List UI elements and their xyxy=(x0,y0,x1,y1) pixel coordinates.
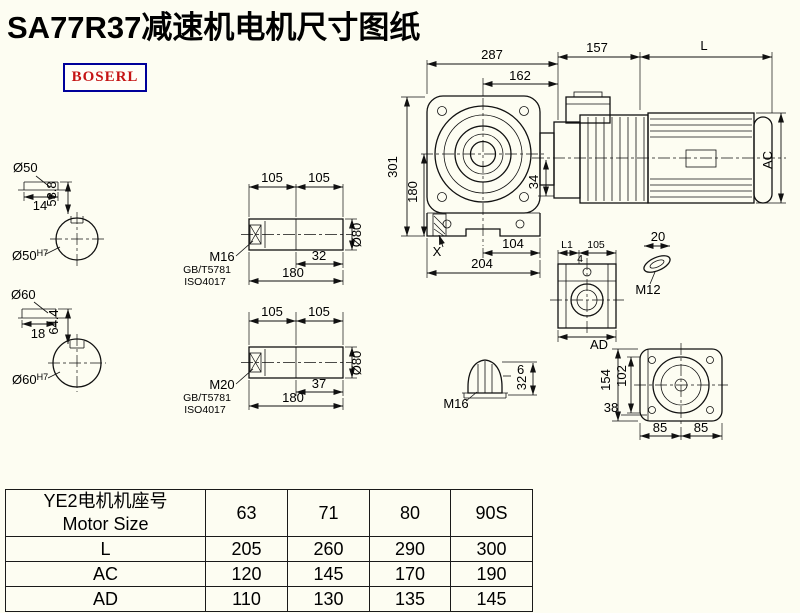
thread-m16-label: M16 xyxy=(443,396,468,411)
dim-20: 20 xyxy=(651,229,665,244)
dim-162: 162 xyxy=(509,68,531,83)
bolt-m16-label: M16 xyxy=(209,249,234,264)
dim-180-shaft2: 180 xyxy=(282,390,304,405)
shaft-end-cap-detail: 6 32 M16 xyxy=(443,359,537,411)
value-AD-63: 110 xyxy=(205,586,288,612)
dim-32: 32 xyxy=(312,248,326,263)
value-L-63: 205 xyxy=(205,536,288,562)
motor-side-view xyxy=(532,91,786,204)
dim-6: 6 xyxy=(517,362,524,377)
dia-60-label: Ø60 xyxy=(11,287,36,302)
dim-X-marker: X xyxy=(433,244,442,259)
dim-85-a: 85 xyxy=(653,420,667,435)
dim-37: 37 xyxy=(312,376,326,391)
dim-105-b1: 105 xyxy=(308,170,330,185)
dim-157: 157 xyxy=(586,40,608,55)
value-L-90s: 300 xyxy=(450,536,533,562)
value-AD-71: 130 xyxy=(287,586,370,612)
key-height-64-4: 64.4 xyxy=(46,309,61,334)
bolt-m20-label: M20 xyxy=(209,377,234,392)
value-L-71: 260 xyxy=(287,536,370,562)
brand-logo-text: BOSERL xyxy=(71,69,139,85)
dim-180-side: 180 xyxy=(405,181,420,203)
bore-60-value: Ø60 xyxy=(12,372,37,387)
motor-size-label-en: Motor Size xyxy=(62,514,149,534)
bore-60-tolerance: H7 xyxy=(37,372,49,382)
key-height-53-8: 53.8 xyxy=(44,181,59,206)
motor-size-table: YE2电机机座号 Motor Size 63 71 80 90S L 205 2… xyxy=(5,489,533,612)
dim-L1: L1 xyxy=(561,239,573,251)
size-90s: 90S xyxy=(450,489,533,537)
main-view-dimensions: 287 162 157 L 301 180 AC 34 X 104 204 xyxy=(385,38,786,278)
standard-gbt5781-1: GB/T5781 xyxy=(183,264,231,276)
key-width-14: 14 xyxy=(33,198,47,213)
dim-d80-shaft1: Ø80 xyxy=(349,223,364,248)
value-L-80: 290 xyxy=(369,536,451,562)
dim-105-side: 105 xyxy=(587,239,605,251)
row-label-L: L xyxy=(5,536,206,562)
dim-102: 102 xyxy=(614,365,629,387)
value-AC-71: 145 xyxy=(287,561,370,587)
dim-105-a2: 105 xyxy=(261,304,283,319)
page-title: SA77R37减速机电机尺寸图纸 xyxy=(7,10,421,45)
dim-104: 104 xyxy=(502,236,524,251)
value-AD-80: 135 xyxy=(369,586,451,612)
dim-38: 38 xyxy=(604,400,618,415)
table-header-row: YE2电机机座号 Motor Size 63 71 80 90S xyxy=(5,489,533,537)
dim-AC: AC xyxy=(760,151,775,169)
dim-154: 154 xyxy=(598,369,613,391)
dim-105-a1: 105 xyxy=(261,170,283,185)
value-AC-90s: 190 xyxy=(450,561,533,587)
dim-L: L xyxy=(700,38,707,53)
hollow-shaft-detail-m16: 105 105 M16 GB/T5781 ISO4017 32 180 Ø80 xyxy=(183,170,364,288)
size-80: 80 xyxy=(369,489,451,537)
size-71: 71 xyxy=(287,489,370,537)
standard-iso4017-2: ISO4017 xyxy=(184,404,226,416)
nameplate xyxy=(685,149,717,168)
output-side-view: L1 105 4 AD xyxy=(550,239,624,352)
dim-AD: AD xyxy=(590,337,608,352)
key-width-18: 18 xyxy=(31,326,45,341)
dim-287: 287 xyxy=(481,47,503,62)
value-AD-90s: 145 xyxy=(450,586,533,612)
dim-301: 301 xyxy=(385,156,400,178)
plug-detail-m12: 20 M12 xyxy=(635,229,671,297)
bore-50-tolerance: H7 xyxy=(37,248,49,258)
dia-50-label: Ø50 xyxy=(13,160,38,175)
shaft-section-60: Ø60 18 64.4 Ø60H7 xyxy=(11,287,106,392)
motor-size-label-cn: YE2电机机座号 xyxy=(43,491,168,511)
value-AC-63: 120 xyxy=(205,561,288,587)
bore-60H7-label: Ø60H7 xyxy=(12,372,48,387)
bore-50H7-label: Ø50H7 xyxy=(12,248,48,263)
dim-105-b2: 105 xyxy=(308,304,330,319)
shaft-section-50: Ø50 14 53.8 Ø50H7 xyxy=(12,160,104,266)
dim-204: 204 xyxy=(471,256,493,271)
dim-85-b: 85 xyxy=(694,420,708,435)
hollow-shaft-detail-m20: 105 105 M20 GB/T5781 ISO4017 37 180 Ø80 xyxy=(183,304,364,416)
dim-32-cap: 32 xyxy=(514,376,529,390)
table-row-L: L 205 260 290 300 xyxy=(5,536,533,562)
bore-50-value: Ø50 xyxy=(12,248,37,263)
value-AC-80: 170 xyxy=(369,561,451,587)
motor-size-header-cell: YE2电机机座号 Motor Size xyxy=(5,489,206,537)
standard-gbt5781-2: GB/T5781 xyxy=(183,392,231,404)
dim-34: 34 xyxy=(526,175,541,189)
table-row-AD: AD 110 130 135 145 xyxy=(5,586,533,612)
row-label-AD: AD xyxy=(5,586,206,612)
dim-d80-shaft2: Ø80 xyxy=(349,351,364,376)
standard-iso4017-1: ISO4017 xyxy=(184,276,226,288)
row-label-AC: AC xyxy=(5,561,206,587)
thread-m12-label: M12 xyxy=(635,282,660,297)
gearbox-front-view xyxy=(421,95,546,246)
brand-logo: BOSERL xyxy=(63,63,147,92)
dim-4: 4 xyxy=(577,253,583,265)
table-row-AC: AC 120 145 170 190 xyxy=(5,561,533,587)
size-63: 63 xyxy=(205,489,288,537)
motor-flange-face-view: 154 102 38 85 85 xyxy=(598,343,728,440)
dim-180-shaft1: 180 xyxy=(282,265,304,280)
